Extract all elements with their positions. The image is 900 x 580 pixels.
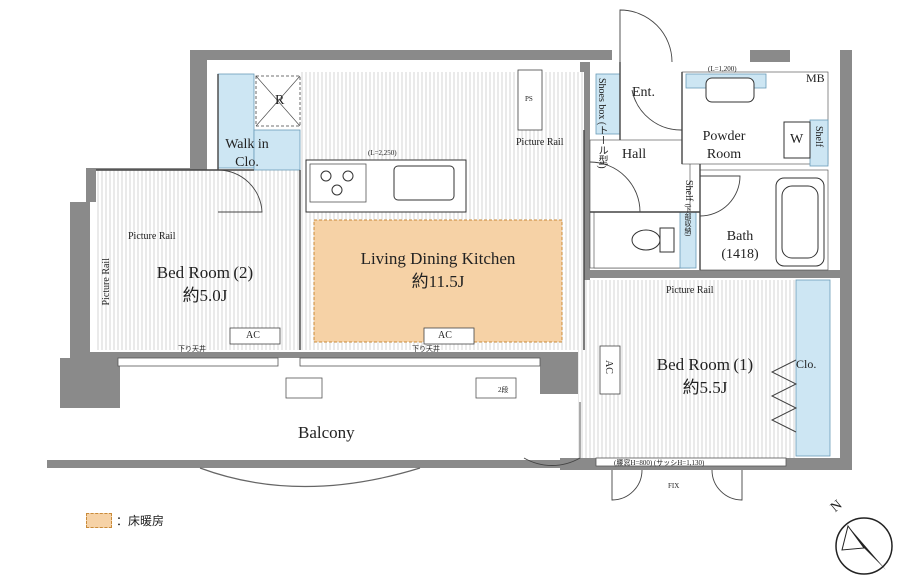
- shoes-box-line1: Shoes box: [596, 78, 607, 120]
- floor-heating-legend-swatch: [86, 513, 112, 528]
- ps-label: PS: [525, 95, 533, 103]
- kitchen-counter: [305, 159, 467, 213]
- bedroom1-label: Bed Room (1) 約5.5J: [620, 356, 790, 396]
- shoes-box-line2: (トール型): [596, 121, 607, 169]
- bedroom2-label: Bed Room (2) 約5.0J: [120, 264, 290, 304]
- door-swings: [217, 9, 743, 501]
- ac-units: [229, 327, 621, 395]
- fix-label: FIX: [668, 482, 680, 490]
- shelf-small-note: (下部収納): [684, 203, 692, 237]
- washer-label: W: [790, 132, 804, 147]
- mb-label: MB: [806, 71, 825, 85]
- shelf-small-name: Shelf: [683, 180, 694, 202]
- powder-line1: Powder: [702, 129, 746, 144]
- ps-shaft: [517, 69, 543, 131]
- refrigerator-label: R: [275, 93, 285, 108]
- shoes-box-label: Shoes box (トール型): [596, 78, 607, 169]
- bath-line2: (1418): [721, 247, 759, 262]
- ac-label-bedroom1: AC: [603, 360, 614, 374]
- shelf-small-label: Shelf (下部収納): [683, 180, 694, 237]
- picture-rail-ldk: Picture Rail: [516, 137, 564, 148]
- window-note-label: (腰窓H=800) (サッシH=1,130): [614, 459, 705, 467]
- windows: [117, 357, 787, 467]
- balcony-label: Balcony: [298, 423, 355, 442]
- walk-in-closet-label: Walk in Clo.: [218, 138, 276, 170]
- ac-label-ldk: AC: [438, 330, 452, 341]
- walk-in-line1: Walk in: [225, 137, 269, 152]
- storage-areas: [217, 73, 831, 457]
- bedroom2-name: Bed Room (2): [156, 263, 254, 282]
- walk-in-line2: Clo.: [235, 155, 259, 170]
- picture-rail-bedroom2-top: Picture Rail: [128, 231, 176, 242]
- interior-walls: [96, 62, 701, 350]
- lowered-ceiling-bedroom2: 下り天井: [178, 345, 206, 353]
- ldk-area: 約11.5J: [411, 272, 465, 291]
- floor-heating-zone: [313, 219, 563, 343]
- picture-rail-bedroom1: Picture Rail: [666, 285, 714, 296]
- ac-label-bedroom2: AC: [246, 330, 260, 341]
- bath-label: Bath (1418): [708, 230, 772, 262]
- wash-basin: [705, 77, 755, 103]
- hall-label: Hall: [622, 147, 647, 162]
- entrance-label: Ent.: [632, 85, 655, 100]
- balcony-edge: [199, 467, 421, 488]
- toilet: [631, 227, 675, 253]
- north-arrow-icon: [835, 517, 893, 575]
- bedroom1-name: Bed Room (1): [656, 355, 754, 374]
- kitchen-length-label: (L=2,250): [368, 149, 397, 157]
- bedroom2-area: 約5.0J: [182, 286, 228, 305]
- ldk-label: Living Dining Kitchen 約11.5J: [314, 250, 562, 290]
- powder-length-label: (L=1,200): [708, 65, 737, 73]
- shelf-label: Shelf: [813, 126, 824, 148]
- refrigerator-space: [255, 75, 301, 127]
- powder-line2: Room: [706, 147, 742, 162]
- bedroom2-floor: [96, 170, 300, 350]
- powder-room-label: Powder Room: [686, 130, 762, 162]
- closet-label: Clo.: [796, 357, 817, 371]
- ldk-name: Living Dining Kitchen: [360, 249, 516, 268]
- lowered-ceiling-ldk: 下り天井: [412, 345, 440, 353]
- bathtub: [775, 177, 825, 267]
- washer-space: [783, 121, 811, 159]
- picture-rail-bedroom2-side: Picture Rail: [101, 258, 112, 306]
- floor-heating-legend-label: ：床暖房: [116, 514, 165, 528]
- closet-doors: [770, 359, 798, 433]
- bedroom1-area: 約5.5J: [682, 378, 728, 397]
- bath-line1: Bath: [726, 229, 754, 244]
- two-stage-label: 2段: [498, 386, 509, 394]
